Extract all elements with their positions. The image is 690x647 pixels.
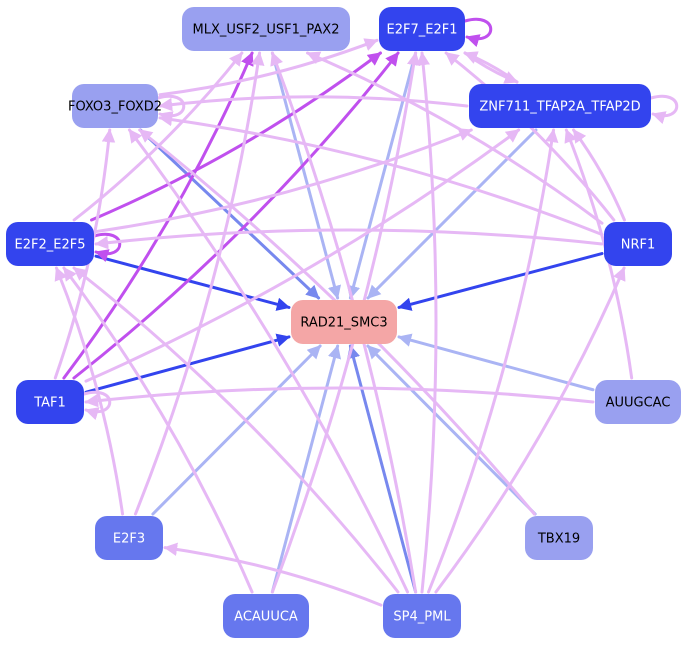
node-box-sp4-pml: [383, 594, 461, 638]
edge-sp4-pml-to-e2f2-e2f5: [72, 266, 400, 594]
edge-e2f2-e2f5-to-e2f7-e2f1: [90, 51, 382, 222]
node-label-mlx-usf2-usf1-pax2: MLX_USF2_USF1_PAX2: [193, 23, 340, 38]
node-e2f2-e2f5[interactable]: E2F2_E2F5: [6, 222, 94, 266]
edge-sp4-pml-to-nrf1: [434, 266, 626, 594]
edge-sp4-pml-to-foxo3-foxd2: [127, 128, 410, 594]
node-mlx-usf2-usf1-pax2[interactable]: MLX_USF2_USF1_PAX2: [182, 7, 350, 51]
edge-znf711-tfap2a-tfap2d-to-rad21-smc3: [366, 128, 538, 300]
node-e2f3[interactable]: E2F3: [95, 516, 163, 560]
edge-nrf1-to-e2f2-e2f5: [94, 228, 604, 250]
edge-auugcac-to-rad21-smc3: [397, 333, 595, 392]
node-label-acauuca: ACAUUCA: [234, 610, 298, 625]
node-rad21-smc3[interactable]: RAD21_SMC3: [291, 300, 397, 344]
node-box-acauuca: [223, 594, 309, 638]
edge-znf711-tfap2a-tfap2d-to-znf711-tfap2a-tfap2d: [649, 94, 679, 125]
edge-taf1-to-e2f7-e2f1: [72, 51, 400, 380]
node-label-tbx19: TBX19: [537, 532, 580, 547]
node-box-taf1: [16, 380, 84, 424]
node-znf711-tfap2a-tfap2d[interactable]: ZNF711_TFAP2A_TFAP2D: [469, 84, 651, 128]
node-label-e2f7-e2f1: E2F7_E2F1: [387, 23, 458, 38]
node-label-auugcac: AUUGCAC: [606, 396, 671, 411]
node-box-e2f3: [95, 516, 163, 560]
node-foxo3-foxd2[interactable]: FOXO3_FOXD2: [68, 84, 162, 128]
node-box-nrf1: [604, 222, 672, 266]
edge-sp4-pml-to-znf711-tfap2a-tfap2d: [426, 128, 559, 594]
edge-e2f7-e2f1-to-znf711-tfap2a-tfap2d: [463, 51, 519, 84]
edge-e2f3-to-e2f2-e2f5: [54, 266, 125, 516]
edge-taf1-to-taf1: [82, 390, 112, 421]
node-box-rad21-smc3: [291, 300, 397, 344]
edge-e2f3-to-rad21-smc3: [151, 344, 322, 516]
node-label-rad21-smc3: RAD21_SMC3: [300, 316, 387, 331]
edge-e2f2-e2f5-to-e2f2-e2f5: [92, 232, 122, 263]
edge-taf1-to-znf711-tfap2a-tfap2d: [84, 128, 521, 383]
node-label-taf1: TAF1: [33, 396, 66, 411]
node-label-e2f3: E2F3: [113, 532, 145, 547]
node-box-tbx19: [525, 516, 593, 560]
node-label-foxo3-foxd2: FOXO3_FOXD2: [68, 100, 162, 115]
edge-sp4-pml-to-e2f7-e2f1: [416, 51, 438, 594]
node-taf1[interactable]: TAF1: [16, 380, 84, 424]
node-sp4-pml[interactable]: SP4_PML: [383, 594, 461, 638]
node-label-nrf1: NRF1: [621, 238, 656, 253]
edge-nrf1-to-rad21-smc3: [397, 252, 604, 311]
node-label-znf711-tfap2a-tfap2d: ZNF711_TFAP2A_TFAP2D: [479, 100, 640, 115]
edge-tbx19-to-rad21-smc3: [366, 344, 537, 516]
node-e2f7-e2f1[interactable]: E2F7_E2F1: [379, 7, 465, 51]
edge-nrf1-to-e2f7-e2f1: [444, 51, 616, 222]
node-box-foxo3-foxd2: [72, 84, 158, 128]
edge-nrf1-to-znf711-tfap2a-tfap2d: [572, 128, 626, 222]
node-auugcac[interactable]: AUUGCAC: [595, 380, 681, 424]
edge-e2f2-e2f5-to-mlx-usf2-usf1-pax2: [72, 51, 244, 222]
node-box-mlx-usf2-usf1-pax2: [182, 7, 350, 51]
edge-e2f3-to-mlx-usf2-usf1-pax2: [133, 51, 265, 516]
node-box-e2f2-e2f5: [6, 222, 94, 266]
node-tbx19[interactable]: TBX19: [525, 516, 593, 560]
node-label-sp4-pml: SP4_PML: [393, 610, 451, 625]
node-acauuca[interactable]: ACAUUCA: [223, 594, 309, 638]
node-box-znf711-tfap2a-tfap2d: [469, 84, 651, 128]
node-box-auugcac: [595, 380, 681, 424]
edge-foxo3-foxd2-to-e2f7-e2f1: [158, 38, 379, 97]
edges-layer: [53, 17, 679, 607]
node-label-e2f2-e2f5: E2F2_E2F5: [15, 238, 86, 253]
edge-e2f7-e2f1-to-rad21-smc3: [346, 51, 418, 300]
edge-sp4-pml-to-e2f3: [163, 542, 383, 607]
edge-e2f7-e2f1-to-e2f7-e2f1: [463, 17, 493, 48]
edge-e2f2-e2f5-to-znf711-tfap2a-tfap2d: [94, 128, 473, 234]
node-box-e2f7-e2f1: [379, 7, 465, 51]
node-nrf1[interactable]: NRF1: [604, 222, 672, 266]
edge-e2f2-e2f5-to-rad21-smc3: [94, 254, 291, 311]
